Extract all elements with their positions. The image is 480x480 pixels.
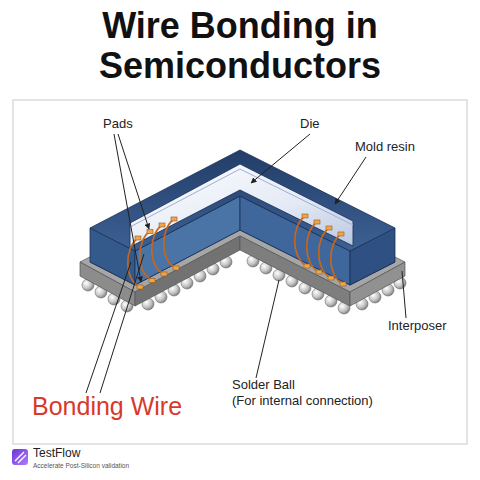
note-label: (For internal connection) xyxy=(232,394,373,409)
leader-line xyxy=(402,271,406,318)
die-surface xyxy=(130,164,353,247)
bonding-wire xyxy=(295,216,307,266)
die-pad xyxy=(338,232,344,236)
leader-line xyxy=(114,134,141,282)
leader-lines xyxy=(86,134,406,393)
die-pad xyxy=(326,226,332,230)
leader-line xyxy=(335,157,366,204)
logo-icon xyxy=(12,449,28,465)
leader-line xyxy=(100,254,144,393)
bonding-wire xyxy=(140,231,152,280)
logo-mark xyxy=(15,452,26,463)
part-label: Pads xyxy=(103,117,133,132)
part-label: Solder Ball xyxy=(232,378,295,393)
interposer-pad xyxy=(137,285,143,289)
interposer-pad xyxy=(161,272,167,276)
highlight-label: Bonding Wire xyxy=(32,392,182,421)
leader-line xyxy=(251,134,310,183)
leader-line xyxy=(86,262,131,393)
interposer-pad xyxy=(340,282,346,286)
interposer-pad xyxy=(173,266,179,270)
die-pad xyxy=(302,214,308,218)
bonding-wires xyxy=(128,216,343,287)
interposer-pad xyxy=(328,276,334,280)
interposer-pad xyxy=(304,264,310,268)
leader-line xyxy=(256,280,279,378)
part-label: Mold resin xyxy=(355,140,415,155)
die-pad xyxy=(159,223,165,227)
die-edge xyxy=(130,169,353,227)
interposer-pad xyxy=(149,279,155,283)
die-pad xyxy=(171,217,177,221)
mold-resin xyxy=(90,150,395,285)
die-pad xyxy=(135,236,141,240)
die-pad xyxy=(314,220,320,224)
brand-name: TestFlow xyxy=(33,447,80,461)
die-pad xyxy=(147,230,153,234)
brand-tagline: Accelerate Post-Silicon validation xyxy=(33,462,129,469)
page-title: Wire Bonding in Semiconductors xyxy=(60,6,420,86)
part-label: Die xyxy=(300,117,320,132)
bonding-wire xyxy=(152,225,164,274)
pads xyxy=(135,214,346,289)
interposer-pad xyxy=(316,270,322,274)
frame-border xyxy=(13,100,467,444)
bonding-wire xyxy=(164,219,176,268)
mold-top xyxy=(90,150,395,251)
part-label: Interposer xyxy=(388,319,447,334)
